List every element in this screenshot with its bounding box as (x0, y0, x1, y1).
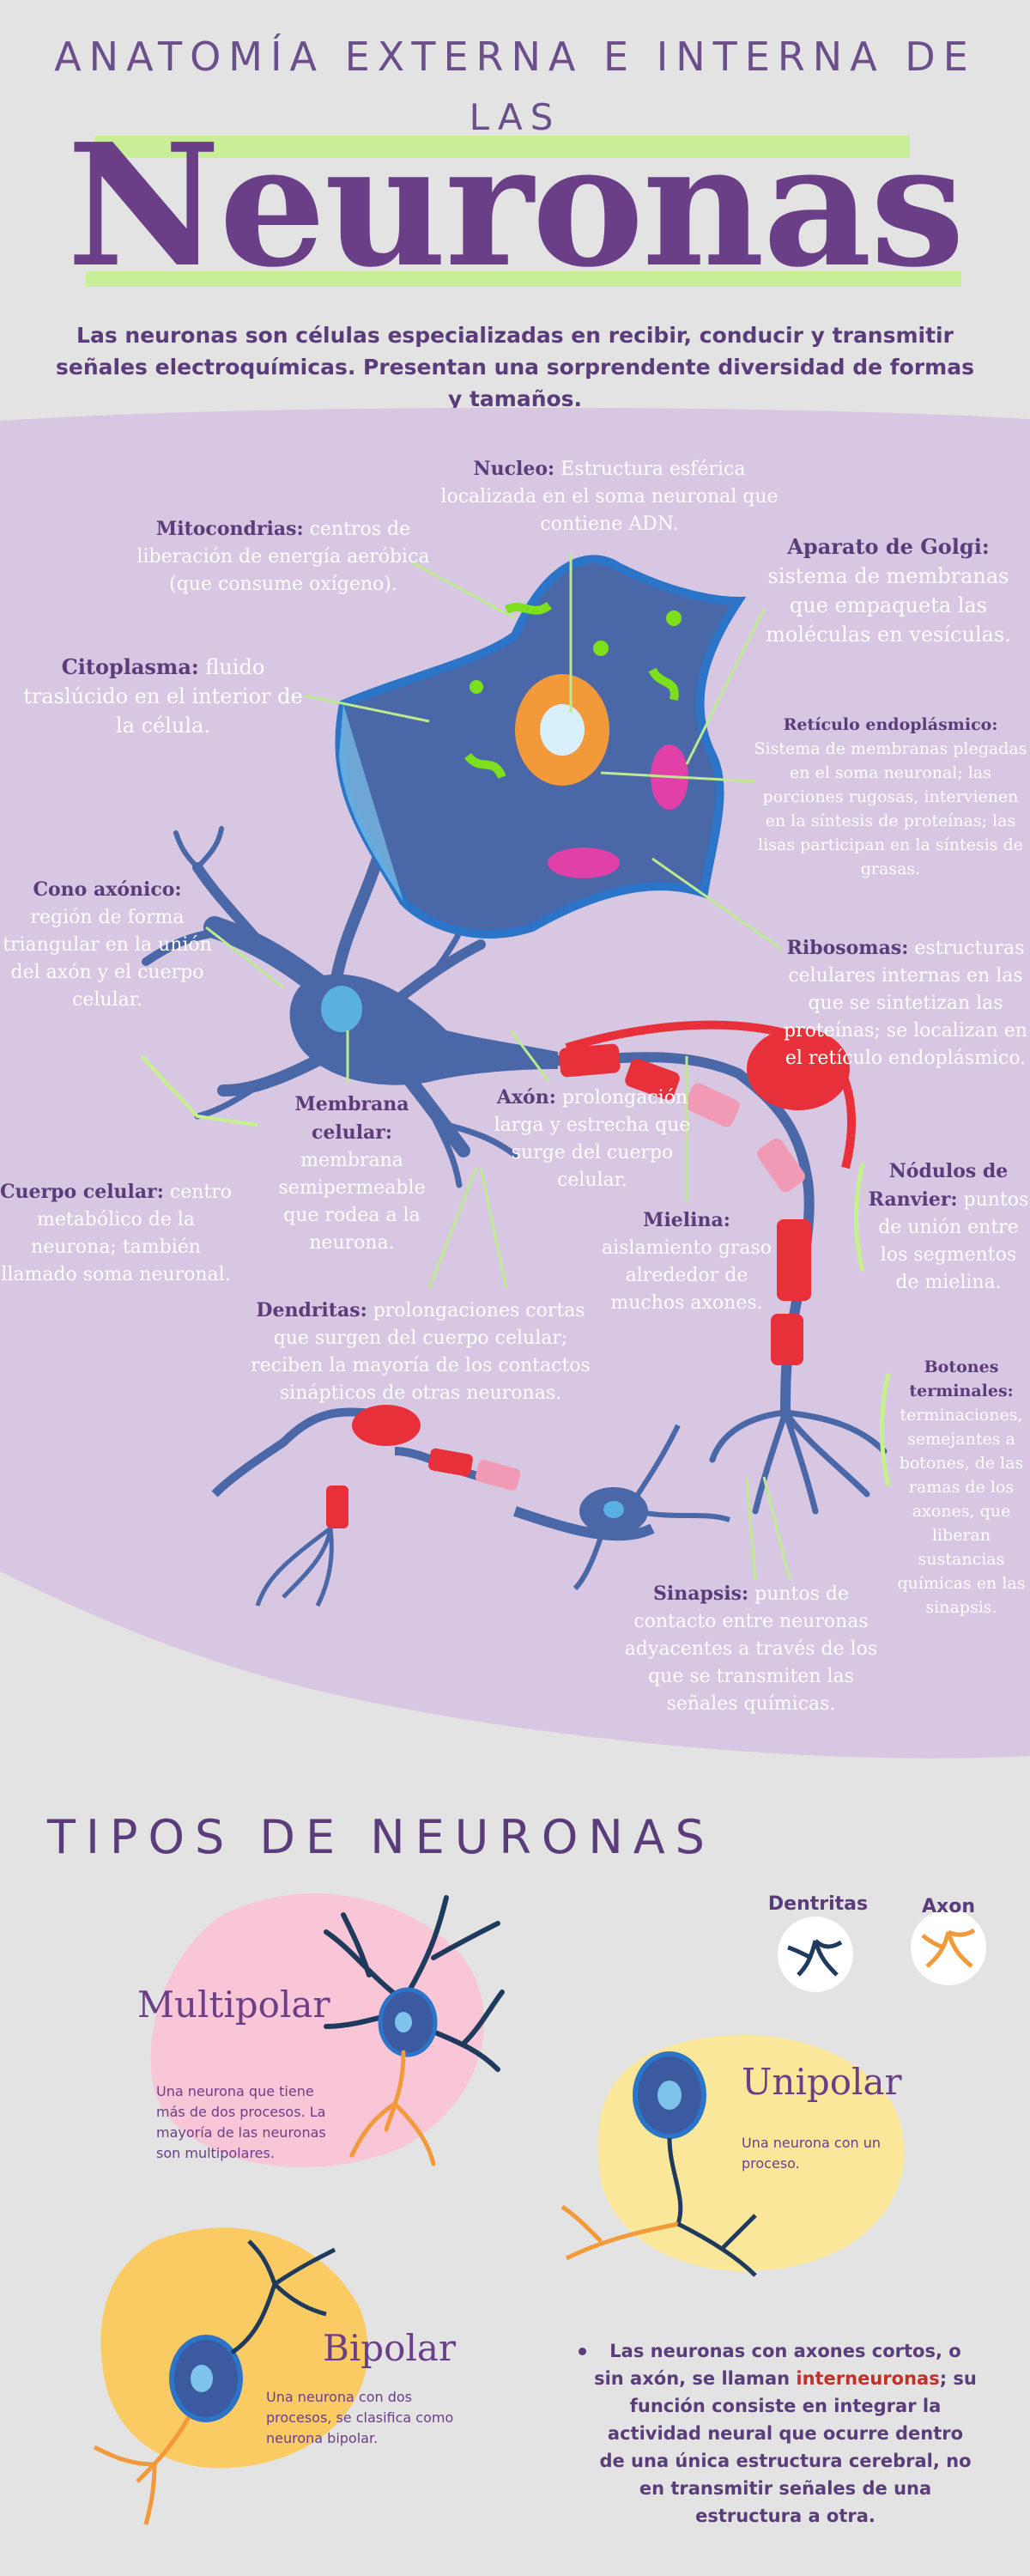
types-title: TIPOS DE NEURONAS (47, 1810, 715, 1864)
ribosome-1 (593, 641, 609, 656)
desc: sistema de membranas que empaqueta las m… (766, 564, 1011, 647)
cytoplasm-area (339, 704, 403, 902)
botones-bracket (880, 1373, 891, 1486)
pre-title-2: LAS (469, 96, 561, 138)
label-cono: Cono axónico: región de forma triangular… (0, 876, 215, 1014)
bipolar-desc: Una neurona con dos procesos, se clasifi… (266, 2389, 454, 2446)
title-highlight-bar (94, 136, 910, 158)
term: Citoplasma: (61, 654, 199, 679)
term: Dendritas: (256, 1299, 367, 1321)
legend-dendritas: Dentritas (767, 1893, 869, 1915)
desc: centros de liberación de energía aeróbic… (136, 519, 430, 595)
terminal-buttons (709, 1409, 888, 1515)
label-membrana: Membrana celular: membrana semipermeable… (275, 1091, 429, 1257)
term: Axón: (496, 1086, 556, 1109)
legend-axon: Axon (922, 1896, 975, 1917)
ribosome-3 (470, 680, 483, 694)
note-text-2: ; su función consiste en integrar la act… (599, 2368, 977, 2526)
term: Cono axónico: (33, 878, 182, 901)
pointer-lines (205, 554, 791, 1581)
intro-text: Las neuronas son células especializadas … (56, 323, 974, 411)
term: Cuerpo celular: (0, 1181, 164, 1203)
term: Ribosomas: (786, 937, 909, 959)
second-neuron (211, 1405, 730, 1607)
bipolar-title: Bipolar (323, 2327, 457, 2369)
unipolar-title: Unipolar (742, 2061, 902, 2103)
label-golgi: Aparato de Golgi: sistema de membranas q… (755, 532, 1021, 649)
note-highlight: interneuronas (796, 2368, 940, 2389)
label-ribosomas: Ribosomas: estructuras celulares interna… (781, 934, 1030, 1072)
nodulos-bracket (854, 1163, 865, 1272)
multipolar-neuron-icon (324, 1895, 505, 2166)
er-shape (548, 848, 620, 878)
term: Retículo endoplásmico: (783, 715, 998, 734)
label-reticulo: Retículo endoplásmico: Sistema de membra… (751, 713, 1030, 881)
mitochondria-1 (504, 601, 552, 615)
anatomy-panel (0, 407, 1030, 1759)
nucleus-inner (540, 704, 585, 756)
term: Aparato de Golgi: (787, 534, 990, 559)
label-cuerpo: Cuerpo celular: centro metabólico de la … (0, 1178, 232, 1289)
desc: Sistema de membranas plegadas en el soma… (754, 739, 1027, 878)
cuerpo-bracket (140, 1054, 258, 1127)
bipolar-blob (100, 2227, 368, 2469)
label-dendritas: Dendritas: prolongaciones cortas que sur… (240, 1297, 601, 1407)
term: Mielina: (643, 1209, 730, 1231)
multipolar-title: Multipolar (137, 1984, 330, 2026)
bipolar-neuron-icon (93, 2239, 336, 2525)
desc: prolongación larga y estrecha que surge … (494, 1087, 691, 1191)
label-citoplasma: Citoplasma: fluido traslúcido en el inte… (17, 653, 309, 740)
title-underline-bar (86, 271, 961, 287)
label-botones: Botones terminales: terminaciones, semej… (893, 1355, 1030, 1619)
axon-myelin (557, 1020, 857, 1418)
small-nucleus (321, 986, 362, 1032)
note-bullet (579, 2348, 586, 2355)
desc: Estructura esférica localizada en el som… (440, 459, 779, 535)
desc: fluido traslúcido en el interior de la c… (23, 655, 303, 738)
axon-legend-icon (911, 1910, 986, 1985)
desc: prolongaciones cortas que surgen del cue… (251, 1300, 591, 1404)
mitochondria-3 (648, 667, 679, 701)
unipolar-neuron-icon (560, 2051, 757, 2277)
desc: estructuras celulares internas en las qu… (784, 938, 1027, 1069)
term: Sinapsis: (652, 1583, 749, 1605)
label-axon: Axón: prolongación larga y estrecha que … (494, 1084, 691, 1194)
note-text-1: Las neuronas con axones cortos, o sin ax… (594, 2341, 961, 2389)
label-sinapsis: Sinapsis: puntos de contacto entre neuro… (622, 1580, 880, 1718)
label-nodulos: Nódulos de Ranvier: puntos de unión entr… (867, 1157, 1030, 1297)
term: Mitocondrias: (155, 518, 304, 540)
term: Membrana celular: (294, 1093, 409, 1144)
desc: puntos de contacto entre neuronas adyace… (624, 1583, 878, 1715)
pre-title: ANATOMÍA EXTERNA E INTERNA DE (54, 33, 976, 80)
multipolar-blob (150, 1893, 485, 2167)
term: Nódulos de Ranvier: (868, 1160, 1009, 1211)
interneuron-note: Las neuronas con axones cortos, o sin ax… (592, 2337, 978, 2530)
label-mielina: Mielina: aislamiento graso alrededor de … (597, 1206, 777, 1317)
legend-icons (778, 1910, 986, 1992)
desc: región de forma triangular en la unión d… (3, 907, 212, 1011)
term: Nucleo: (473, 458, 555, 480)
unipolar-desc: Una neurona con un proceso. (742, 2135, 882, 2172)
dendrite-legend-icon (778, 1917, 853, 1992)
desc: terminaciones, semejantes a botones, de … (897, 1406, 1026, 1617)
label-nucleo: Nucleo: Estructura esférica localizada e… (438, 455, 781, 538)
page-title: Neuronas (66, 107, 965, 305)
term: Botones terminales: (909, 1358, 1014, 1400)
label-mitocondrias: Mitocondrias: centros de liberación de e… (129, 515, 438, 598)
desc: puntos de unión entre los segmentos de m… (878, 1189, 1029, 1293)
multipolar-desc: Una neurona que tiene más de dos proceso… (156, 2083, 326, 2161)
ribosome-2 (666, 611, 682, 626)
neuron-types-illustration (93, 1893, 986, 2525)
desc: membrana semipermeable que rodea a la ne… (278, 1150, 426, 1254)
desc: aislamiento graso alrededor de muchos ax… (601, 1237, 772, 1314)
desc: centro metabólico de la neurona; también… (1, 1182, 232, 1285)
mitochondria-2 (464, 752, 506, 780)
